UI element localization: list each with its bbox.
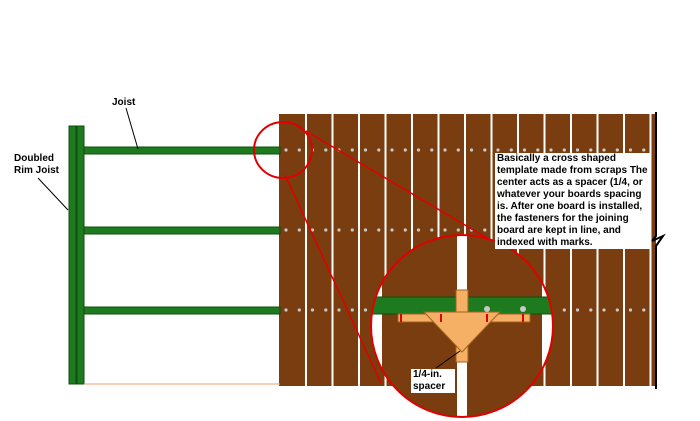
break-line	[651, 112, 666, 389]
fastener-dot	[589, 148, 593, 152]
fastener-dot	[615, 148, 619, 152]
template-note: Basically a cross shaped template made f…	[495, 153, 651, 249]
fastener-dot	[642, 308, 646, 312]
joist-bottom	[83, 306, 281, 315]
fastener-dot	[562, 308, 566, 312]
fastener-dot	[575, 148, 580, 152]
fastener-dot	[390, 148, 394, 152]
fastener-dot	[483, 228, 487, 232]
fastener-dot	[324, 308, 328, 312]
joist-label: Joist	[112, 97, 136, 108]
fastener-dot	[642, 148, 646, 152]
template-triangle	[422, 311, 502, 353]
rim-joist-label: Doubled Rim Joist	[14, 153, 59, 177]
fastener-dot	[430, 148, 434, 152]
joists	[83, 146, 281, 385]
fastener-dot	[615, 308, 619, 312]
fastener-dot	[324, 148, 328, 152]
fastener-dot	[310, 228, 315, 232]
fastener-dot	[363, 308, 368, 312]
fastener-dot	[297, 228, 301, 232]
fastener-dot	[456, 148, 460, 152]
rim-joist-label-line1: Doubled	[14, 153, 54, 164]
index-marks	[400, 314, 524, 322]
fastener-dot	[602, 308, 606, 312]
fastener-dot	[469, 148, 474, 152]
mag-board-gap-left	[371, 235, 382, 417]
fastener-dot	[628, 148, 633, 152]
doubled-rim-joist	[68, 125, 85, 385]
fastener-dot	[297, 148, 301, 152]
spacer-label-line2: spacer	[413, 381, 446, 392]
fastener-dot	[562, 148, 566, 152]
fastener-dot	[549, 148, 553, 152]
fastener-dot	[522, 148, 527, 152]
fastener-dot	[403, 228, 407, 232]
fastener-dot	[350, 228, 354, 232]
fastener-dot	[589, 308, 593, 312]
fastener-dot	[337, 228, 341, 232]
fastener-dot	[536, 148, 540, 152]
joist-leader	[125, 107, 139, 150]
fastener-mag-2	[520, 306, 526, 312]
fastener-dot	[430, 228, 434, 232]
callout-small-circle	[253, 121, 313, 179]
spacer-label: 1/4-in. spacer	[411, 369, 455, 393]
rim-joist-label-line2: Rim Joist	[14, 165, 60, 176]
callout-line-lower	[284, 174, 382, 384]
fastener-dot	[496, 148, 500, 152]
spacer-leader	[435, 350, 461, 369]
fastener-dot	[363, 148, 368, 152]
joist-middle	[83, 226, 281, 235]
fastener-dot	[297, 308, 301, 312]
fastener-dot	[416, 228, 421, 232]
fastener-dot	[456, 228, 460, 232]
rim-joist-outer	[68, 125, 77, 385]
fastener-dot	[443, 148, 447, 152]
fastener-dot	[350, 308, 354, 312]
fastener-dot	[602, 148, 606, 152]
fastener-dot	[403, 148, 407, 152]
fastener-dot	[324, 228, 328, 232]
rim-joist-inner	[76, 125, 85, 385]
fastener-dot	[284, 228, 288, 232]
leader-lines	[37, 107, 461, 369]
mag-board-gap-right	[542, 235, 553, 417]
fastener-dot	[575, 308, 580, 312]
fastener-dot	[390, 228, 394, 232]
fastener-dot	[483, 148, 487, 152]
fastener-dot	[443, 228, 447, 232]
fastener-dot	[350, 148, 354, 152]
fastener-mag-1	[484, 306, 490, 312]
fastener-dot	[363, 228, 368, 232]
fastener-dot	[337, 308, 341, 312]
rim-joist-leader	[37, 177, 69, 211]
fastener-dot	[628, 308, 633, 312]
fastener-dot	[310, 308, 315, 312]
fastener-dot	[377, 228, 381, 232]
fastener-dot	[377, 148, 381, 152]
fastener-dot	[284, 148, 288, 152]
fastener-dot	[509, 148, 513, 152]
fastener-dot	[284, 308, 288, 312]
magnify-circle-outline	[370, 234, 554, 418]
spacer-label-line1: 1/4-in.	[413, 369, 442, 380]
fastener-dot	[416, 148, 421, 152]
joist-top	[83, 146, 281, 155]
